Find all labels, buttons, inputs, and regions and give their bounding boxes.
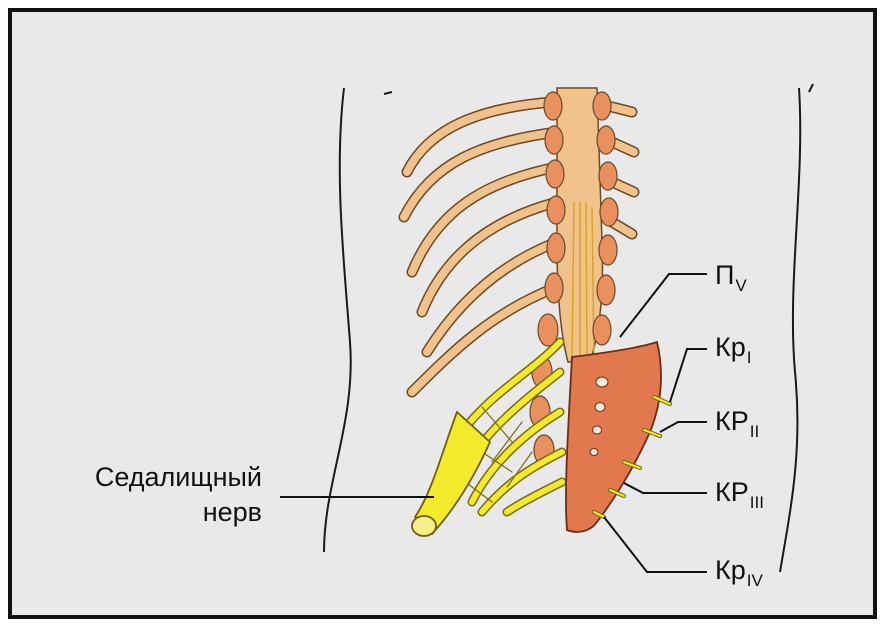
leader-kr4 bbox=[604, 517, 707, 572]
label-kr2-main: КР bbox=[715, 406, 749, 436]
label-p5-sub: V bbox=[735, 276, 746, 295]
label-p5: ПV bbox=[715, 262, 747, 289]
label-kr4-sub: IV bbox=[747, 571, 763, 590]
label-kr2-sub: II bbox=[750, 422, 759, 441]
label-kr1-sub: I bbox=[747, 348, 752, 367]
label-kr1: КрI bbox=[715, 334, 751, 361]
label-kr2: КРII bbox=[715, 408, 759, 435]
sacrum bbox=[566, 342, 661, 532]
diagram-frame: Седалищный нерв ПV КрI КРII КРIII КрIV bbox=[8, 8, 877, 619]
sciatic-nerve-label: Седалищный нерв bbox=[52, 460, 262, 530]
label-kr4: КрIV bbox=[715, 557, 763, 584]
label-kr3: КРIII bbox=[715, 479, 764, 506]
label-kr3-sub: III bbox=[750, 493, 764, 512]
leader-kr2 bbox=[660, 422, 707, 432]
leader-kr1 bbox=[670, 349, 707, 402]
sciatic-nerve-end bbox=[412, 516, 436, 536]
label-kr1-main: Кр bbox=[715, 332, 746, 362]
sciatic-label-line1: Седалищный bbox=[52, 460, 262, 495]
leader-kr3 bbox=[624, 483, 707, 493]
label-kr3-main: КР bbox=[715, 477, 749, 507]
sciatic-label-line2: нерв bbox=[52, 495, 262, 530]
label-kr4-main: Кр bbox=[715, 555, 746, 585]
leader-p5 bbox=[620, 274, 707, 337]
label-p5-main: П bbox=[715, 260, 734, 290]
